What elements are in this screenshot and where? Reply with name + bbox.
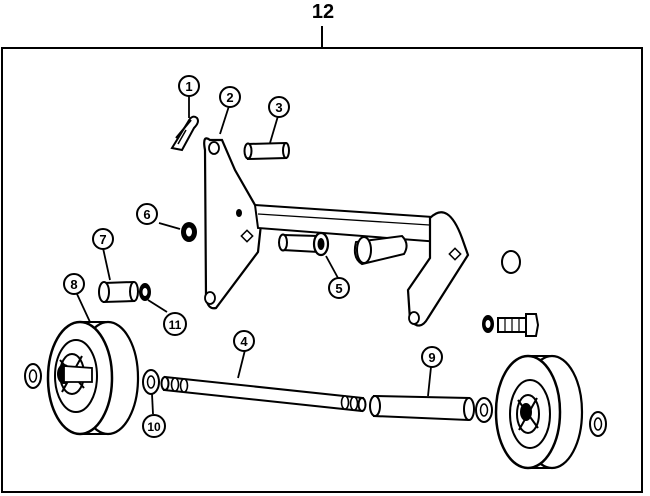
svg-text:8: 8 xyxy=(70,277,77,292)
spacer-pin-part xyxy=(278,231,330,257)
callout-5: 5 xyxy=(328,277,350,299)
washer-part xyxy=(142,369,160,395)
svg-text:6: 6 xyxy=(143,207,150,222)
wheel-part xyxy=(46,320,140,436)
callout-6: 6 xyxy=(136,203,158,225)
callout-7: 7 xyxy=(92,228,114,250)
svg-text:7: 7 xyxy=(99,232,106,247)
callout-10: 10 xyxy=(142,414,166,438)
callout-1: 1 xyxy=(178,75,200,97)
callout-8: 8 xyxy=(63,273,85,295)
svg-text:11: 11 xyxy=(169,318,182,332)
washer-part xyxy=(501,250,521,274)
axle-rod-part xyxy=(160,375,367,413)
washer-part xyxy=(589,411,607,437)
wheel-part xyxy=(494,354,584,470)
callout-3: 3 xyxy=(268,96,290,118)
assembly-number: 12 xyxy=(311,1,335,23)
bushing-part xyxy=(98,280,139,304)
svg-text:10: 10 xyxy=(147,420,161,434)
callout-2: 2 xyxy=(219,86,241,108)
hair-pin-clip-part xyxy=(170,115,199,152)
mounting-bracket-part xyxy=(203,137,470,327)
tube-spacer-part xyxy=(369,394,475,422)
nut-part xyxy=(181,222,197,242)
svg-text:5: 5 xyxy=(335,281,342,296)
svg-text:2: 2 xyxy=(226,90,233,105)
washer-part xyxy=(475,397,493,423)
svg-text:1: 1 xyxy=(185,79,192,94)
washer-part xyxy=(139,283,151,301)
callout-4: 4 xyxy=(233,330,255,352)
svg-text:4: 4 xyxy=(240,334,248,349)
nut-part xyxy=(482,315,494,333)
pin-part xyxy=(243,141,290,161)
callout-11: 11 xyxy=(163,312,187,336)
callout-9: 9 xyxy=(421,346,443,368)
bolt-part xyxy=(497,313,540,337)
leader-lines xyxy=(76,96,432,415)
washer-part xyxy=(24,363,42,389)
svg-text:3: 3 xyxy=(275,100,282,115)
svg-text:9: 9 xyxy=(428,350,435,365)
